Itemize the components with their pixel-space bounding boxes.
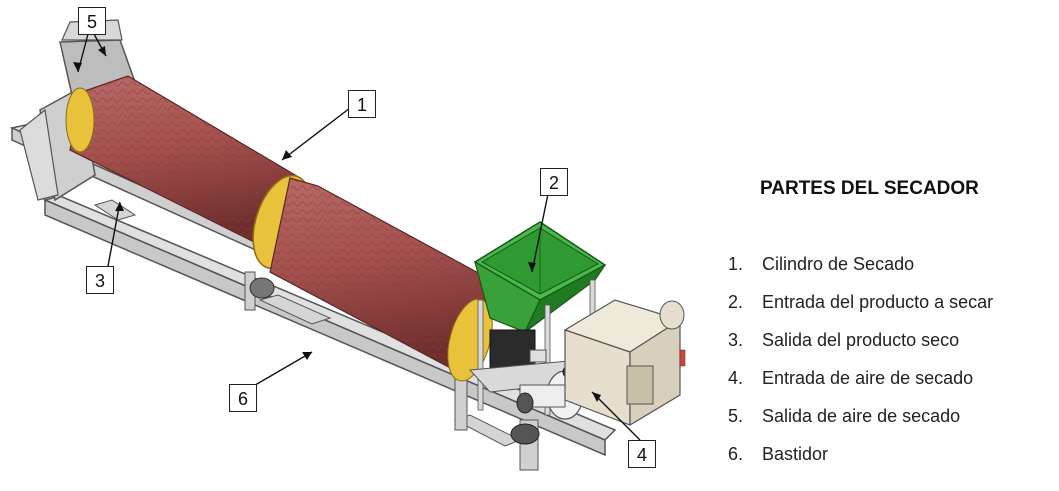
callout-5: 5 [78,7,106,35]
legend-item-number: 4. [728,368,744,388]
legend-item-label: Entrada de aire de secado [762,368,974,388]
legend-item-number: 5. [728,406,744,426]
legend-item-label: Cilindro de Secado [762,254,915,274]
legend-item: 5. Salida de aire de secado [728,402,993,440]
callout-3: 3 [86,266,114,294]
air-intake-box [563,299,686,427]
support-roller [249,277,275,299]
legend-list: 1. Cilindro de Secado 2. Entrada del produ… [728,250,993,478]
exhaust-hood [19,19,137,202]
legend-item: 6. Bastidor [728,440,993,478]
callout-2: 2 [540,168,568,196]
legend-item-number: 1. [728,254,744,274]
legend-item-number: 3. [728,330,744,350]
legend-item-label: Salida del producto seco [762,330,960,350]
legend-item-number: 6. [728,444,744,464]
legend-item-number: 2. [728,292,744,312]
legend-item: 2. Entrada del producto a secar [728,288,993,326]
legend-item-label: Entrada del producto a secar [762,292,994,312]
legend-item: 3. Salida del producto seco [728,326,993,364]
legend-item-label: Salida de aire de secado [762,406,961,426]
callout-6: 6 [229,384,257,412]
callout-4: 4 [628,440,656,468]
cylinder-section-left [65,75,301,245]
leader-arrowheads [73,46,601,402]
callout-1: 1 [348,90,376,118]
legend-item: 4. Entrada de aire de secado [728,364,993,402]
legend-title: PARTES DEL SECADOR [760,178,979,199]
feed-hopper [473,221,607,416]
legend-item-label: Bastidor [762,444,829,464]
legend-item: 1. Cilindro de Secado [728,250,993,288]
